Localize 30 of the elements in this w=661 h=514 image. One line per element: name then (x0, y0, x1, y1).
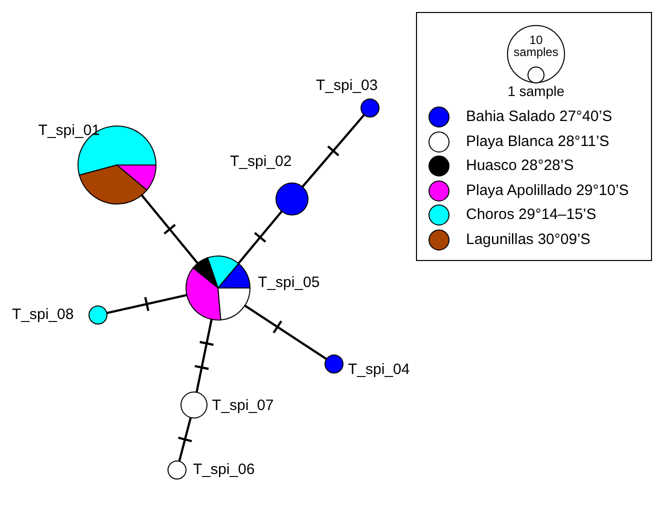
network-branch (106, 294, 188, 314)
network-branch (140, 194, 199, 264)
network-branch (177, 416, 193, 462)
haplotype-label: T_spi_04 (348, 361, 410, 379)
legend-label: Huasco 28°28’S (466, 157, 574, 175)
legend-label: Choros 29°14–15’S (466, 206, 596, 224)
haplotype-label: T_spi_05 (258, 274, 320, 292)
legend-label: Playa Blanca 28°11’S (466, 132, 610, 150)
haplotype-pie (360, 98, 380, 118)
size-scale-label: 10 samples (512, 34, 560, 58)
haplotype-pie (275, 182, 309, 216)
haplotype-label: T_spi_02 (230, 153, 292, 171)
haplotype-label: T_spi_08 (12, 306, 74, 324)
network-branch (237, 210, 283, 264)
legend-label: Playa Apolillado 29°10’S (466, 182, 629, 200)
haplotype-pie (185, 255, 251, 321)
haplotype-label: T_spi_01 (38, 122, 100, 140)
haplotype-pie (324, 354, 344, 374)
haplotype-label: T_spi_07 (212, 397, 274, 415)
haplotype-pie (88, 305, 108, 325)
haplotype-label: T_spi_06 (193, 461, 255, 479)
network-branch (301, 114, 366, 188)
legend-label: Lagunillas 30°09’S (466, 230, 590, 248)
legend-label: Bahia Salado 27°40’S (466, 108, 612, 126)
network-branch (244, 304, 328, 360)
haplotype-pie (180, 391, 208, 419)
network-branch (194, 318, 215, 394)
haplotype-pie (167, 460, 187, 480)
haplotype-label: T_spi_03 (316, 77, 378, 95)
size-scale-label: 1 sample (508, 83, 564, 99)
